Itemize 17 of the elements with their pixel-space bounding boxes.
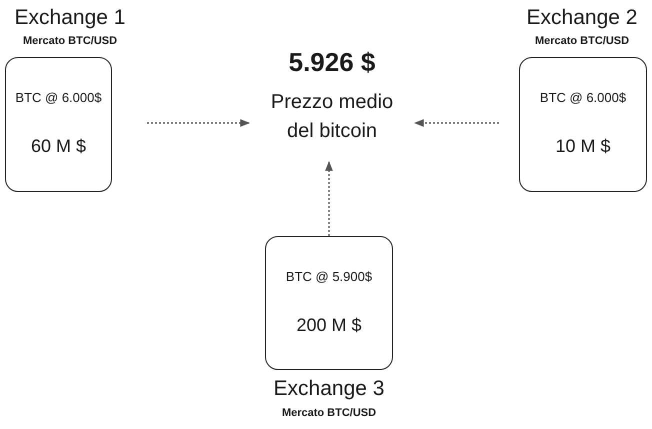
- volume-text: 10 M $: [554, 136, 612, 157]
- exchange-name: Exchange 2: [526, 5, 638, 31]
- market-label: Mercato BTC/USD: [534, 34, 630, 48]
- arrow: [147, 119, 250, 127]
- price-text: BTC @ 6.000$: [538, 90, 628, 105]
- volume-text: 60 M $: [30, 136, 88, 157]
- price-text: BTC @ 5.900$: [284, 269, 374, 284]
- volume-text: 200 M $: [295, 315, 363, 336]
- market-label: Mercato BTC/USD: [22, 34, 118, 48]
- average-price-value: 5.926 $: [288, 46, 376, 79]
- arrow: [325, 161, 333, 236]
- arrow: [414, 119, 499, 127]
- exchange-name: Exchange 3: [272, 376, 386, 402]
- average-price-label: Prezzo medio del bitcoin: [270, 90, 394, 144]
- price-text: BTC @ 6.000$: [14, 90, 103, 105]
- market-label: Mercato BTC/USD: [280, 406, 378, 420]
- exchange-name: Exchange 1: [14, 5, 126, 31]
